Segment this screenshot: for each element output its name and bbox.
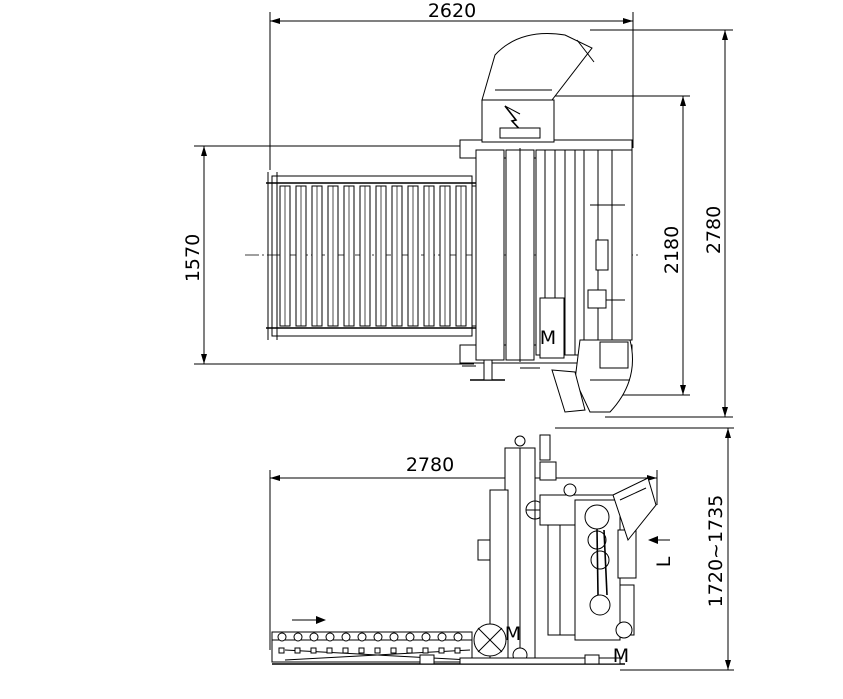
- roller-side: [293, 632, 303, 642]
- roller-side: [277, 632, 287, 642]
- motor-mark-side-1: M: [505, 623, 521, 645]
- motor-box-top: [481, 99, 555, 143]
- roller-side-bracket: [342, 647, 349, 654]
- roller-side-bracket: [406, 647, 413, 654]
- exit-arrow: L: [648, 536, 675, 567]
- roller-side: [389, 632, 399, 642]
- rollers-side: [277, 632, 463, 654]
- roller-side: [405, 632, 415, 642]
- main-column-side: [477, 435, 545, 663]
- roller-side: [309, 632, 319, 642]
- roller-side: [421, 632, 431, 642]
- roller-side-bracket: [454, 647, 461, 654]
- roller-side-bracket: [310, 647, 317, 654]
- dimension-left-height: 1570: [182, 145, 474, 365]
- mechanism-side: [539, 434, 637, 641]
- rollers-top: [279, 185, 483, 327]
- main-frame-top: [459, 139, 633, 364]
- side-view: 2780 1720~1735: [269, 327, 734, 671]
- discharge-chute-top: [551, 339, 633, 413]
- dimension-side-height: 1720~1735: [555, 427, 734, 671]
- roller-side-bracket: [422, 647, 429, 654]
- feed-arrow: [292, 616, 326, 624]
- dimension-label-inner-height: 2180: [661, 226, 683, 274]
- roller-side-bracket: [294, 647, 301, 654]
- roller-side-bracket: [278, 647, 285, 654]
- roller-side: [453, 632, 463, 642]
- hopper-top: [481, 33, 595, 101]
- roller-side-bracket: [374, 647, 381, 654]
- top-view: 2620 1570 2180 2780: [182, 0, 733, 418]
- dimension-label-top-width: 2620: [428, 0, 476, 22]
- roller-side-bracket: [390, 647, 397, 654]
- dimension-label-side-height: 1720~1735: [705, 495, 727, 608]
- roller-side-bracket: [326, 647, 333, 654]
- motor-mark-side-2: M: [613, 645, 629, 667]
- roller-side: [437, 632, 447, 642]
- roller-side: [325, 632, 335, 642]
- roller-side: [373, 632, 383, 642]
- roller-side: [357, 632, 367, 642]
- dimension-label-outer-height: 2780: [703, 206, 725, 254]
- base-rails-side: [419, 654, 621, 665]
- dimension-side-width: 2780: [269, 454, 658, 650]
- dimension-outer-height: 2780: [590, 29, 733, 418]
- exit-mark-label: L: [653, 556, 675, 567]
- roller-side: [341, 632, 351, 642]
- dimension-label-side-width: 2780: [406, 454, 454, 476]
- dimension-top-width: 2620: [269, 0, 634, 170]
- motor-mark-top: M: [540, 327, 556, 349]
- roller-side-bracket: [438, 647, 445, 654]
- dimension-label-left-height: 1570: [182, 234, 204, 282]
- hopper-side: [612, 477, 657, 542]
- dimension-inner-height: 2180: [555, 95, 690, 396]
- roller-side-bracket: [358, 647, 365, 654]
- top-view-feet: [462, 359, 540, 381]
